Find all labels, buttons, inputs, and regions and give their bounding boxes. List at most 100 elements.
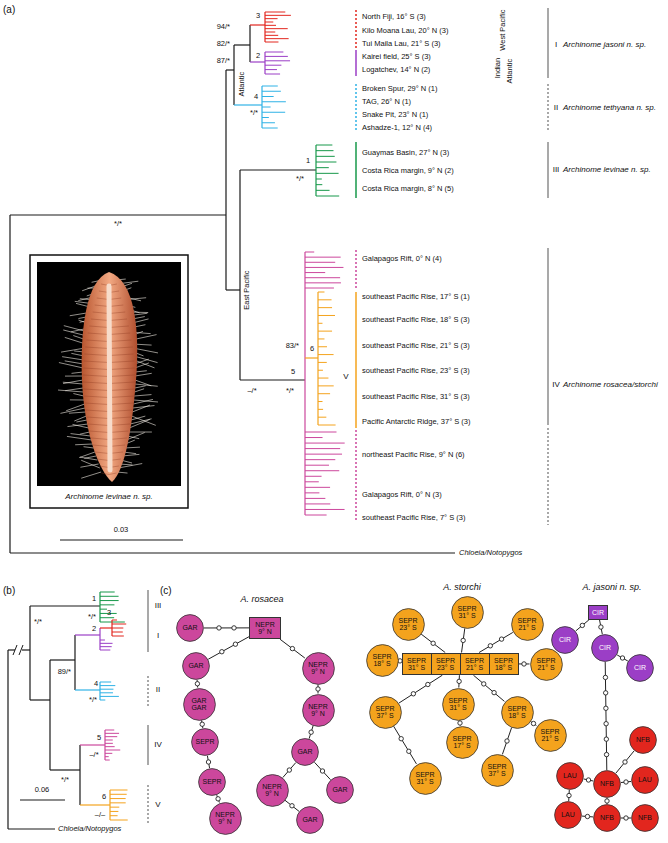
- chaeta: [73, 394, 83, 396]
- tree-branch: [315, 145, 316, 196]
- circle-fill: [366, 644, 398, 676]
- chaeta: [129, 419, 150, 428]
- tree-branch: [305, 503, 330, 504]
- clade-number: 5: [97, 734, 101, 742]
- support-value: */*: [61, 776, 69, 784]
- haplotype-label: LAU: [561, 811, 575, 818]
- tree-branch: [147, 725, 149, 765]
- clade-number: 3: [107, 609, 111, 617]
- tree-branch: [265, 56, 288, 57]
- circle-fill: [630, 727, 657, 754]
- tree-branch: [265, 52, 283, 53]
- tree-branch: [317, 292, 318, 425]
- missing-haplotype: [620, 656, 624, 660]
- chaeta: [71, 434, 91, 436]
- panel-letter: (c): [160, 585, 172, 596]
- species-name: Archinome levinae n. sp.: [563, 166, 651, 175]
- haplotype-label: NEPR 9° N: [306, 661, 330, 676]
- haplotype-label: SEPR 21° S: [515, 617, 539, 632]
- tree-branch: [318, 346, 327, 347]
- tree-branch: [316, 167, 329, 168]
- haplotype-circle: NEPR 9° N: [256, 774, 289, 807]
- haplotype-circle: SEPR 23° S: [392, 608, 425, 641]
- tree-branch: [305, 476, 322, 477]
- haplotype-circle: SEPR 21° S: [530, 648, 563, 681]
- missing-haplotype: [316, 687, 320, 691]
- tree-branch: [80, 804, 110, 805]
- network-link: [479, 632, 513, 652]
- network-link-group: [285, 800, 299, 811]
- clade-number: 3: [256, 12, 260, 20]
- haplotype-label: NFB: [600, 780, 614, 787]
- chaeta: [135, 389, 145, 392]
- haplotype-circle: NEPR 9° N: [302, 652, 335, 685]
- haplotype-circle: GAR: [296, 806, 324, 834]
- network-link: [204, 627, 249, 628]
- missing-haplotype: [458, 721, 462, 725]
- tree-branch: [264, 52, 265, 74]
- haplotype-label: GAR: [182, 624, 197, 631]
- haplotype-circle: SEPR 31° S: [451, 596, 484, 629]
- tree-branch: [316, 190, 330, 191]
- tree-branch: [305, 448, 340, 449]
- clade-numeral: II: [156, 686, 160, 695]
- network-link-group: [195, 680, 199, 688]
- network-link: [394, 726, 417, 764]
- network-link-group: [206, 756, 210, 768]
- tree-branch: [110, 815, 118, 816]
- network-link-group: [461, 628, 465, 652]
- tree-branch: [316, 184, 322, 185]
- support-value: 87/*: [217, 57, 230, 65]
- circle-fill: [409, 762, 441, 794]
- network-link: [217, 795, 220, 802]
- missing-haplotype: [531, 721, 535, 725]
- network-link: [502, 728, 511, 755]
- network-link-group: [316, 685, 320, 694]
- circle-fill: [632, 767, 659, 794]
- haplotype-circle: SEPR: [198, 768, 226, 796]
- tree-branch: [547, 142, 549, 198]
- missing-haplotype: [505, 739, 509, 743]
- circle-fill: [369, 696, 401, 728]
- tip-label: Costa Rica margin, 8° N (5): [362, 185, 454, 193]
- haplotype-box: SEPR 31° SSEPR 23° SSEPR 21° SSEPR 18° S: [402, 653, 519, 676]
- tree-branch: [112, 632, 123, 633]
- haplotype-circle: SEPR 18° S: [366, 644, 399, 677]
- tree-branch: [105, 740, 113, 741]
- network-link-group: [200, 720, 204, 728]
- tree-branch: [318, 409, 323, 410]
- network-link-group: [617, 655, 628, 661]
- haplotype-label: GAR GAR: [187, 697, 211, 712]
- missing-haplotype: [599, 625, 603, 629]
- tree-branch: [100, 682, 111, 683]
- tree-branch: [13, 645, 17, 655]
- haplotype-label: SEPR: [195, 738, 214, 745]
- network-link-group: [616, 751, 634, 773]
- tree-branch: [305, 492, 319, 493]
- missing-haplotype: [431, 641, 435, 645]
- tree-branch: [265, 38, 289, 39]
- tree-branch: [265, 28, 288, 29]
- network-link: [473, 675, 504, 701]
- tree-branch: [318, 315, 335, 316]
- scale-value: 0.03: [114, 526, 129, 534]
- outgroup-label: Chloeia/Notopygos: [58, 825, 121, 833]
- tree-branch: [305, 515, 327, 516]
- haplotype-label: SEPR: [202, 778, 221, 785]
- tree-branches: [8, 8, 548, 829]
- haplotype-circle: NFB: [593, 770, 621, 798]
- support-value: */*: [114, 220, 122, 228]
- haplotype-circle: LAU: [556, 762, 584, 790]
- tree-branch: [99, 682, 100, 700]
- haplotype-label: GAR: [302, 816, 317, 823]
- clade-numeral: I: [555, 41, 557, 50]
- missing-haplotype: [233, 642, 237, 646]
- tree-branch: [355, 430, 357, 522]
- tree-branch: [50, 769, 80, 770]
- haplotype-label: SEPR 31° S: [455, 605, 479, 620]
- chaeta: [81, 460, 100, 468]
- tip-label: southeast Pacific Rise, 18° S (3): [362, 316, 470, 324]
- tree-branch: [262, 101, 286, 102]
- tip-label: Costa Rica margin, 9° N (2): [362, 167, 454, 175]
- tree-branch: [105, 736, 117, 737]
